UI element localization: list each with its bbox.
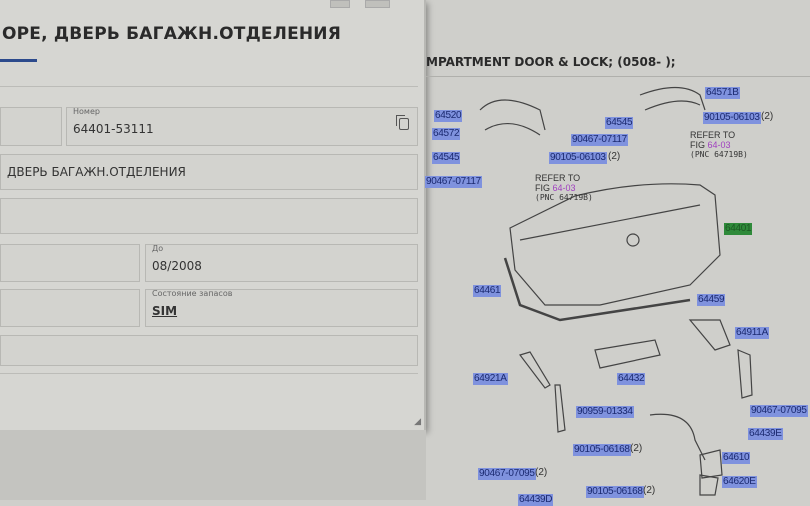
fig-link[interactable]: 64-03 (552, 183, 576, 193)
part-label[interactable]: 90105-06103 (703, 112, 761, 124)
part-label[interactable]: 64610 (722, 452, 751, 464)
refer-text: REFER TO (535, 173, 581, 183)
part-label[interactable]: 64439E (748, 428, 783, 440)
part-label[interactable]: 64921A (473, 373, 508, 385)
fig-prefix: FIG (690, 140, 705, 150)
part-label-selected[interactable]: 64401 (724, 223, 753, 235)
pnc-text: (PNC 64719B) (690, 150, 748, 159)
weatherstrip-drawing (503, 257, 691, 322)
fig-link[interactable]: 64-03 (707, 140, 731, 150)
quantity: (2) (535, 467, 548, 478)
resize-handle-icon[interactable]: ◢ (414, 417, 421, 427)
part-label[interactable]: 90467-07095 (750, 405, 808, 417)
copy-icon[interactable] (396, 115, 409, 130)
figure-reference[interactable]: REFER TO FIG 64-03 (PNC 64719B) (690, 130, 748, 160)
field-empty[interactable] (0, 335, 418, 366)
stock-status-label: Состояние запасов (152, 289, 233, 298)
part-label[interactable]: 90105-06103 (549, 152, 607, 164)
field-empty[interactable] (0, 289, 140, 327)
trunk-lid-edge (519, 204, 701, 241)
part-number-label: Номер (73, 107, 100, 116)
part-label[interactable]: 64572 (432, 128, 461, 140)
stock-status-value[interactable]: SIM (152, 304, 178, 318)
part-label[interactable]: 64911A (735, 327, 769, 339)
trim-left-drawing (518, 351, 566, 433)
part-label[interactable]: 64461 (473, 285, 502, 297)
part-label[interactable]: 64439D (518, 494, 554, 506)
divider (426, 76, 810, 77)
divider (0, 373, 418, 374)
part-number-field[interactable]: Номер 64401-53111 (66, 107, 418, 146)
part-label[interactable]: 90467-07117 (425, 176, 482, 188)
from-field[interactable] (0, 244, 140, 282)
pnc-text: (PNC 64719B) (535, 193, 593, 202)
part-label[interactable]: 90467-07095 (478, 468, 536, 480)
refer-text: REFER TO (690, 130, 736, 140)
part-label[interactable]: 64459 (697, 294, 726, 306)
part-label[interactable]: 90105-06168 (586, 486, 644, 498)
field-empty[interactable] (0, 107, 62, 146)
part-label[interactable]: 90105-06168 (573, 444, 631, 456)
part-name-value: ДВЕРЬ БАГАЖН.ОТДЕЛЕНИЯ (7, 165, 186, 179)
field-empty[interactable] (0, 198, 418, 234)
trunk-opener-drawing (594, 339, 661, 369)
window-button[interactable] (365, 0, 390, 8)
hinge-left-drawing (479, 99, 546, 136)
trim-right-drawing (688, 319, 753, 399)
dialog-title: ОРЕ, ДВЕРЬ БАГАЖН.ОТДЕЛЕНИЯ (2, 24, 342, 44)
quantity: (2) (630, 443, 643, 454)
part-name-field[interactable]: ДВЕРЬ БАГАЖН.ОТДЕЛЕНИЯ (0, 154, 418, 190)
quantity: (2) (643, 485, 656, 496)
window-button[interactable] (330, 0, 350, 8)
part-details-dialog: ОРЕ, ДВЕРЬ БАГАЖН.ОТДЕЛЕНИЯ Номер 64401-… (0, 0, 426, 430)
emblem-drawing (626, 233, 640, 247)
to-date-label: До (152, 244, 164, 253)
divider (0, 86, 418, 87)
hinge-right-drawing (639, 86, 706, 111)
trunk-lid-drawing (509, 183, 721, 306)
part-label[interactable]: 64545 (605, 117, 634, 129)
figure-reference[interactable]: REFER TO FIG 64-03 (PNC 64719B) (535, 173, 593, 203)
part-label[interactable]: 64520 (434, 110, 463, 122)
quantity: (2) (761, 111, 774, 122)
lock-striker-drawing (699, 474, 719, 496)
stock-status-field[interactable]: Состояние запасов SIM (145, 289, 418, 327)
to-date-field[interactable]: До 08/2008 (145, 244, 418, 282)
fig-prefix: FIG (535, 183, 550, 193)
lock-cable-drawing (649, 413, 723, 479)
part-label[interactable]: 90959-01334 (576, 406, 634, 418)
part-label[interactable]: 64620E (722, 476, 757, 488)
to-date-value: 08/2008 (152, 259, 202, 273)
part-label[interactable]: 64571B (705, 87, 740, 99)
diagram-heading: MPARTMENT DOOR & LOCK; (0508- ); (426, 55, 676, 69)
background (0, 430, 426, 500)
active-tab-indicator (0, 59, 37, 62)
part-number-value: 64401-53111 (73, 122, 154, 136)
part-label[interactable]: 64432 (617, 373, 646, 385)
part-label[interactable]: 64545 (432, 152, 461, 164)
part-label[interactable]: 90467-07117 (571, 134, 628, 146)
quantity: (2) (608, 151, 621, 162)
